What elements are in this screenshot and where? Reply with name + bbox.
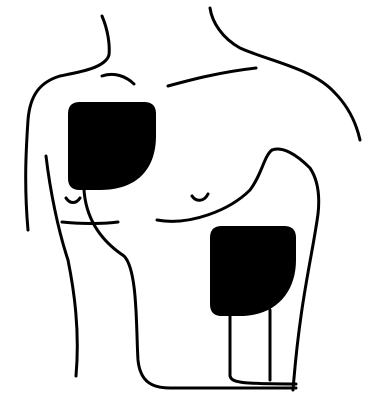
right-nipple-mark — [192, 194, 208, 200]
upper-right-chest-pad — [68, 102, 156, 190]
left-torso-side-line — [46, 156, 77, 376]
left-lower-chest-line — [62, 222, 118, 224]
lower-left-side-pad — [210, 226, 296, 316]
right-pec-line — [157, 150, 272, 221]
right-clavicle-line — [168, 68, 256, 86]
left-nipple-mark — [66, 198, 80, 203]
right-shoulder-line — [334, 92, 360, 140]
neck-left-line — [60, 16, 109, 76]
lower-right-inner-line-1 — [230, 310, 296, 384]
torso-outline — [26, 8, 360, 390]
left-clavicle-line — [102, 74, 134, 84]
neck-right-line — [210, 8, 334, 92]
